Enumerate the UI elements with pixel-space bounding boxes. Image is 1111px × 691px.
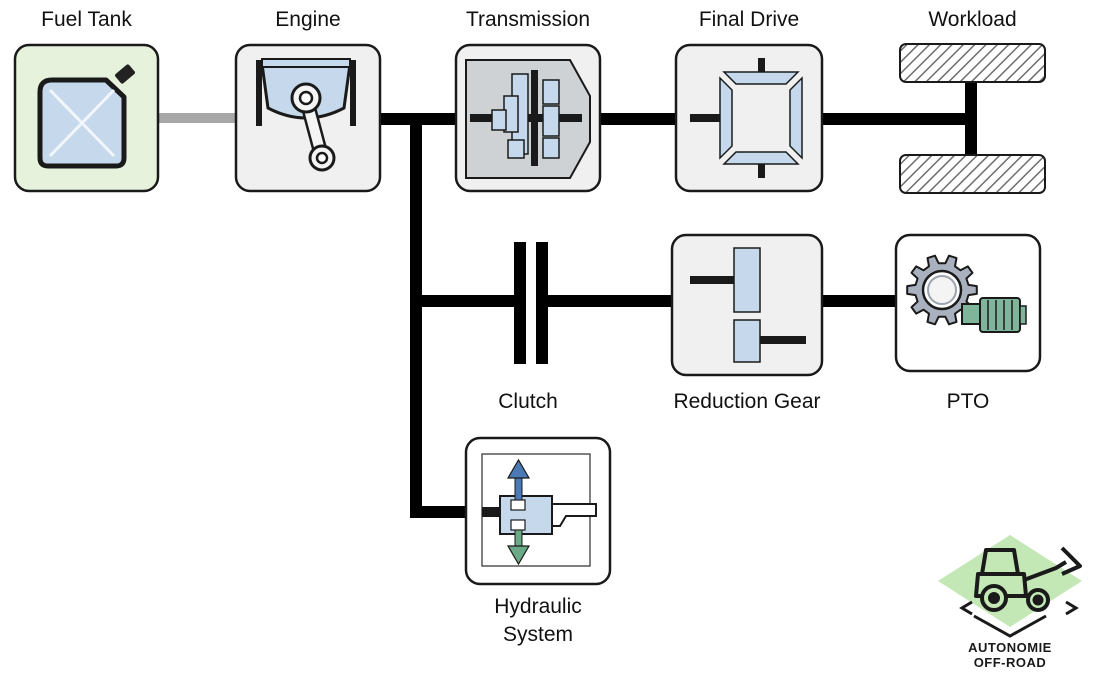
pto-block (894, 233, 1042, 373)
gearbox-icon (465, 59, 591, 179)
gear-motor-icon (906, 254, 1027, 333)
hydraulic-system-label: Hydraulic System (458, 593, 618, 649)
clutch-plate-left-icon (514, 242, 526, 364)
logo-line1: AUTONOMIE (968, 640, 1052, 655)
wheel-top-icon (899, 43, 1046, 83)
transmission-label: Transmission (465, 8, 591, 31)
clutch-label: Clutch (498, 390, 558, 413)
hydraulic-valve-icon (481, 453, 597, 567)
engine-piston-icon (256, 58, 356, 172)
clutch-input-shaft (422, 295, 514, 307)
workload-block (899, 43, 1046, 194)
logo-chevron-right-icon (1065, 600, 1079, 616)
loader-tractor-icon (974, 546, 1082, 612)
transmission-final-drive-shaft (600, 113, 676, 125)
pto-label: PTO (946, 390, 990, 413)
fuel-tank-label: Fuel Tank (41, 8, 132, 31)
autonomie-logo (938, 535, 1082, 638)
logo-text: AUTONOMIE OFF-ROAD (950, 640, 1070, 670)
connections (158, 113, 970, 518)
axle-icon (965, 70, 977, 180)
reduction-gear-icon (690, 247, 806, 363)
reduction-gear-block (670, 233, 824, 377)
hydraulic-label-line1: Hydraulic (494, 595, 582, 618)
fuel-line (158, 113, 236, 123)
final-drive-block (674, 43, 824, 193)
hydraulic-shaft (422, 506, 466, 518)
vertical-power-shaft (410, 113, 422, 518)
reduction-pto-shaft (822, 295, 896, 307)
wheel-bottom-icon (899, 154, 1046, 194)
logo-chevron-left-icon (959, 600, 973, 616)
transmission-block (454, 43, 602, 193)
differential-icon (690, 58, 803, 178)
engine-label: Engine (275, 8, 341, 31)
clutch-output-shaft (548, 295, 672, 307)
logo-line2: OFF-ROAD (973, 655, 1047, 670)
clutch-plate-right-icon (536, 242, 548, 364)
engine-block (234, 43, 382, 193)
workload-label: Workload (928, 8, 1017, 31)
hydraulic-system-block (464, 436, 612, 586)
final-drive-label: Final Drive (698, 8, 800, 31)
fuel-tank-block (13, 43, 160, 193)
logo-base-line (973, 614, 1047, 638)
fuel-can-icon (37, 64, 135, 169)
final-drive-axle-shaft (822, 113, 970, 125)
reduction-gear-label: Reduction Gear (673, 390, 821, 413)
clutch-block (514, 242, 548, 364)
hydraulic-label-line2: System (502, 623, 573, 646)
